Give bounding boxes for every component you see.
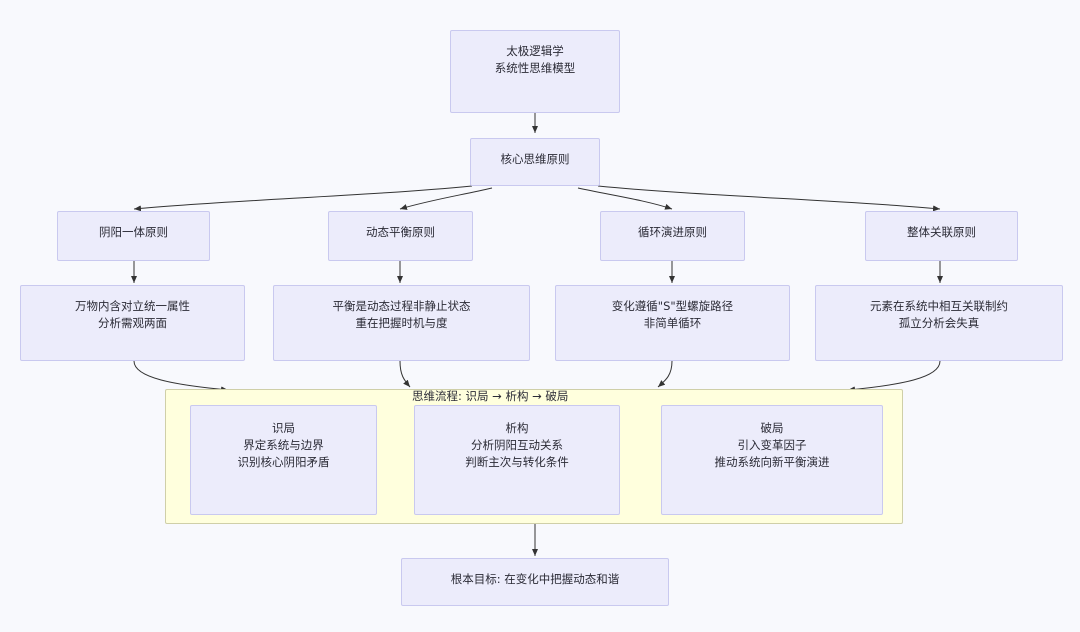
node-principle-balance[interactable]: 动态平衡原则 [328, 211, 473, 261]
subgraph-title: 思维流程: 识局 → 析构 → 破局 [412, 389, 569, 403]
node-desc-holistic[interactable]: 元素在系统中相互关联制约 孤立分析会失真 [815, 285, 1063, 361]
node-desc-holistic-label: 元素在系统中相互关联制约 孤立分析会失真 [870, 299, 1008, 330]
node-principle-cycle[interactable]: 循环演进原则 [600, 211, 745, 261]
edge-desc-1-to-flow [133, 360, 229, 393]
edge-core-to-principle-1 [133, 185, 473, 212]
edge-core-to-principle-4 [597, 185, 941, 212]
node-goal[interactable]: 根本目标: 在变化中把握动态和谐 [401, 558, 669, 606]
node-principle-yinyang-label: 阴阳一体原则 [99, 225, 168, 239]
node-desc-yinyang-label: 万物内含对立统一属性 分析需观两面 [75, 299, 190, 330]
node-desc-balance-label: 平衡是动态过程非静止状态 重在把握时机与度 [332, 299, 471, 330]
node-root-label: 太极逻辑学 系统性思维模型 [494, 44, 576, 75]
edge-desc-4-to-flow [847, 360, 941, 393]
node-step-recognize[interactable]: 识局 界定系统与边界 识别核心阴阳矛盾 [190, 405, 377, 515]
node-step-breakthrough[interactable]: 破局 引入变革因子 推动系统向新平衡演进 [661, 405, 883, 515]
node-principle-holistic-label: 整体关联原则 [907, 225, 976, 239]
node-root[interactable]: 太极逻辑学 系统性思维模型 [450, 30, 620, 113]
node-desc-yinyang[interactable]: 万物内含对立统一属性 分析需观两面 [20, 285, 245, 361]
node-principle-balance-label: 动态平衡原则 [366, 225, 435, 239]
edge-desc-2-to-flow [399, 360, 411, 388]
node-principle-cycle-label: 循环演进原则 [638, 225, 707, 239]
node-desc-balance[interactable]: 平衡是动态过程非静止状态 重在把握时机与度 [273, 285, 530, 361]
node-step-analyze[interactable]: 析构 分析阴阳互动关系 判断主次与转化条件 [414, 405, 620, 515]
edge-core-to-principle-3 [577, 187, 673, 210]
node-desc-cycle-label: 变化遵循"S"型螺旋路径 非简单循环 [611, 299, 734, 330]
node-step-breakthrough-label: 破局 引入变革因子 推动系统向新平衡演进 [714, 421, 830, 469]
node-principle-yinyang[interactable]: 阴阳一体原则 [57, 211, 210, 261]
node-core-principles-label: 核心思维原则 [500, 152, 570, 166]
node-goal-label: 根本目标: 在变化中把握动态和谐 [450, 572, 620, 586]
node-principle-holistic[interactable]: 整体关联原则 [865, 211, 1018, 261]
node-core-principles[interactable]: 核心思维原则 [470, 138, 600, 186]
edge-desc-3-to-flow [657, 360, 673, 388]
node-desc-cycle[interactable]: 变化遵循"S"型螺旋路径 非简单循环 [555, 285, 790, 361]
node-step-recognize-label: 识局 界定系统与边界 识别核心阴阳矛盾 [237, 421, 330, 469]
node-step-analyze-label: 析构 分析阴阳互动关系 判断主次与转化条件 [465, 421, 569, 469]
edge-core-to-principle-2 [399, 187, 493, 210]
